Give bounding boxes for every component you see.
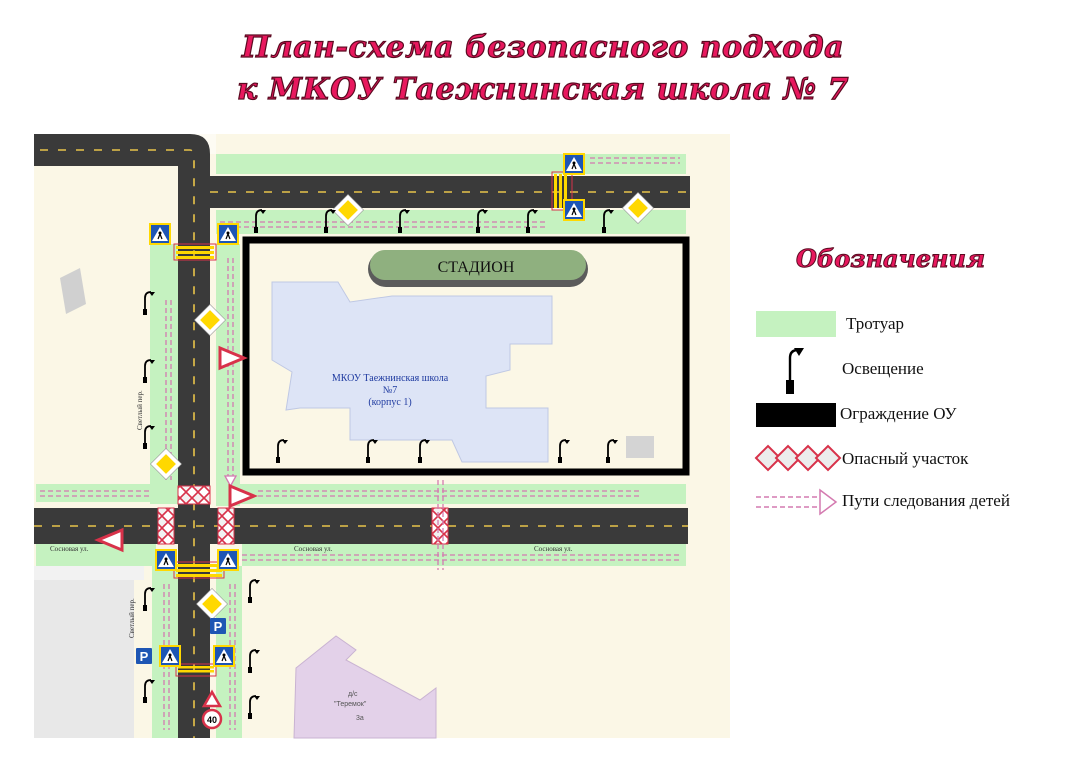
legend-item-danger: Опасный участок [842,449,969,468]
school-label-line1: МКОУ Таежнинская школа [332,373,449,384]
map-title-line2: к МКОУ Таежнинская школа № 7 [236,71,849,107]
street-label-svetly-1: Светлый пер. [136,390,144,430]
school-fence [242,236,690,476]
children-warning-sign-icon [201,689,223,708]
street-label-sosnovaya-2: Сосновая ул. [294,545,333,553]
kindergarten-building: д/с "Теремок" 3а [293,635,437,739]
legend-item-sidewalk: Тротуар [846,314,905,333]
legend [754,311,842,516]
legend-item-lighting: Освещение [842,359,924,378]
route-arrow-icon [756,488,838,516]
children-routes [40,157,680,730]
street-lamp-icon [786,348,804,394]
school-building: МКОУ Таежнинская школа №7 (корпус 1) [271,281,553,463]
danger-zones [157,485,449,545]
small-shed [626,436,654,458]
roads [34,134,690,738]
street-label-sosnovaya-1: Сосновая ул. [50,545,89,553]
map-title-line1: План-схема безопасного подхода [241,29,845,65]
legend-item-fence: Ограждение ОУ [840,404,957,423]
school-label-line3: (корпус 1) [368,397,411,408]
danger-zone-icon [754,444,842,472]
sidewalk-swatch [756,311,836,337]
stadium: СТАДИОН [368,250,588,287]
kindergarten-label: д/с [348,691,358,698]
grey-outbuilding [60,268,86,314]
street-label-sosnovaya-3: Сосновая ул. [534,545,573,553]
street-label-svetly-2: Светлый пер. [128,598,136,638]
yield-sign-icons [94,346,256,553]
school-label-line2: №7 [383,385,398,396]
legend-title: Обозначения [795,244,986,274]
fence-swatch [756,403,836,427]
speed-limit-value: 40 [207,715,217,725]
stadium-label: СТАДИОН [438,259,515,276]
legend-item-route: Пути следования детей [842,491,1010,510]
speed-limit-sign: 40 [201,708,223,730]
kindergarten-name: "Теремок" [334,701,367,708]
zebra-crossings [173,171,573,677]
apartment-block [34,566,144,738]
kindergarten-number: 3а [356,715,364,722]
